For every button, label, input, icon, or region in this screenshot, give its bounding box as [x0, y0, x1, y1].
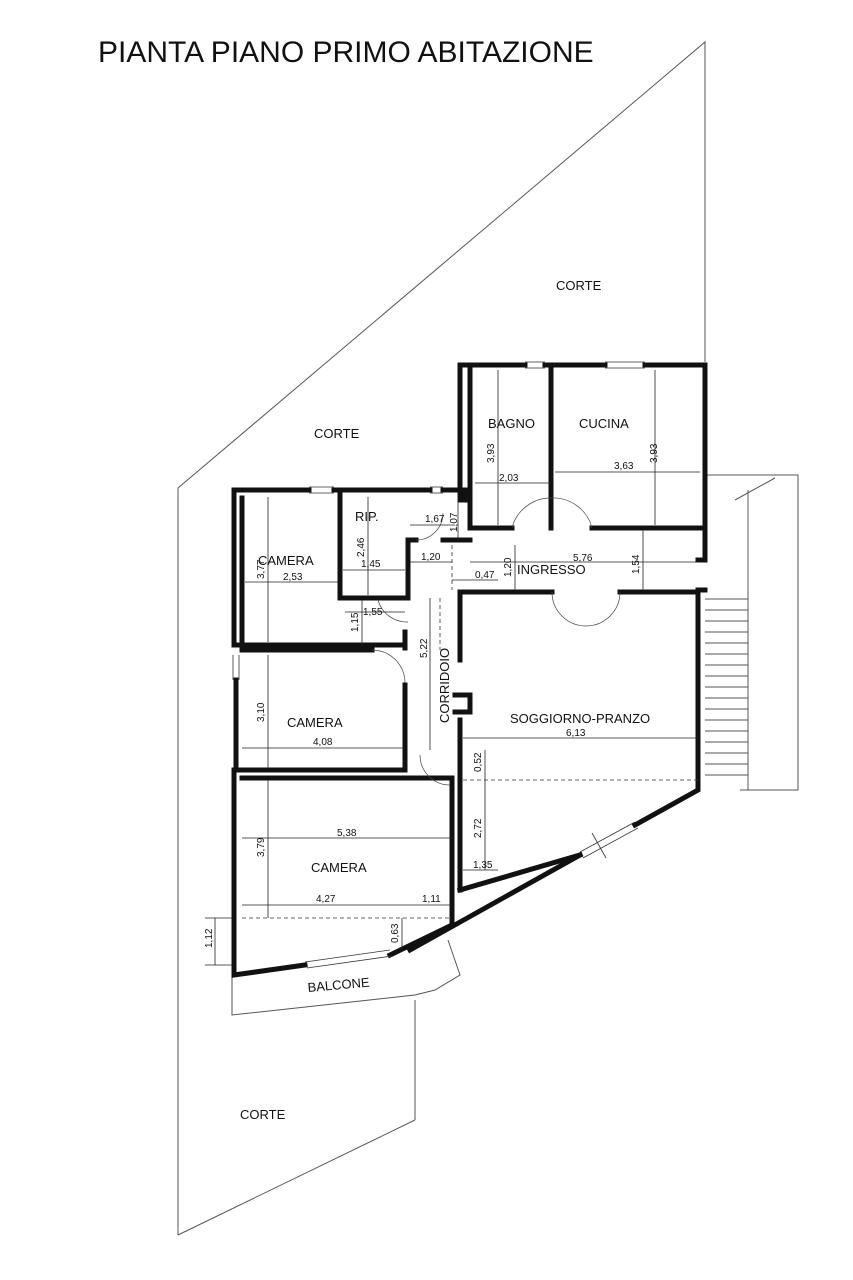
dim-cucina-height: 3,93 [649, 443, 660, 463]
dim-cucina-width: 3,63 [614, 461, 634, 472]
site-boundary [177, 40, 706, 1236]
label-cucina: CUCINA [579, 416, 629, 431]
label-ingresso: INGRESSO [517, 562, 586, 577]
label-bagno: BAGNO [488, 416, 535, 431]
dim-ingresso-height: 1,54 [631, 554, 642, 574]
label-rip: RIP. [355, 509, 379, 524]
dim-camera1-height: 3,77 [256, 559, 267, 579]
balcony-outline [231, 939, 461, 1016]
dim-rip-width: 1,45 [361, 559, 381, 570]
label-camera-3: CAMERA [311, 860, 367, 875]
dim-1-12: 1,12 [204, 928, 215, 948]
dim-1-35: 1,35 [473, 860, 493, 871]
room-labels: CORTE CORTE CORTE BAGNO CUCINA RIP. CAME… [240, 278, 650, 1122]
dim-2-72: 2,72 [473, 818, 484, 838]
label-camera-2: CAMERA [287, 715, 343, 730]
label-camera-1: CAMERA [258, 553, 314, 568]
walls [231, 362, 708, 978]
label-corridoio: CORRIDOIO [437, 648, 452, 723]
dim-1-67: 1,67 [425, 514, 445, 525]
label-corte-left: CORTE [314, 426, 360, 441]
dim-1-11: 1,11 [422, 894, 441, 905]
dim-1-15: 1,15 [350, 612, 361, 632]
dim-ingresso-width: 5,76 [573, 553, 593, 564]
dim-1-20-b: 1,20 [503, 557, 514, 577]
dashed-lines [242, 545, 698, 919]
dim-soggiorno-width: 6,13 [566, 728, 586, 739]
dim-bagno-height: 3,93 [486, 443, 497, 463]
dim-1-20-a: 1,20 [421, 552, 441, 563]
dim-1-07: 1,07 [449, 512, 460, 532]
dimension-labels: 3,93 2,03 3,63 3,93 2,46 1,45 1,67 1,07 … [204, 443, 660, 948]
dim-camera3-width: 5,38 [337, 828, 357, 839]
label-balcone: BALCONE [307, 975, 371, 995]
dim-camera2-height: 3,10 [256, 702, 267, 722]
dim-corridoio-height: 5,22 [419, 638, 430, 658]
label-soggiorno-pranzo: SOGGIORNO-PRANZO [510, 711, 650, 726]
dimension-lines [205, 370, 700, 966]
exterior-staircase [705, 474, 799, 791]
plan-title: PIANTA PIANO PRIMO ABITAZIONE [98, 36, 594, 69]
dim-0-47: 0,47 [475, 570, 495, 581]
dim-camera3-height: 3,79 [256, 837, 267, 857]
windows [232, 361, 645, 969]
dim-4-27: 4,27 [316, 894, 336, 905]
dim-camera1-width: 2,53 [283, 572, 303, 583]
dim-0-52: 0,52 [473, 752, 484, 772]
dim-1-55: 1,55 [363, 607, 383, 618]
label-corte-bottom: CORTE [240, 1107, 286, 1122]
doors [371, 497, 621, 786]
dim-bagno-width: 2,03 [499, 473, 519, 484]
dim-camera2-width: 4,08 [313, 737, 333, 748]
label-corte-top: CORTE [556, 278, 602, 293]
dim-rip-height: 2,46 [356, 537, 367, 557]
dim-0-63: 0,63 [390, 923, 401, 943]
